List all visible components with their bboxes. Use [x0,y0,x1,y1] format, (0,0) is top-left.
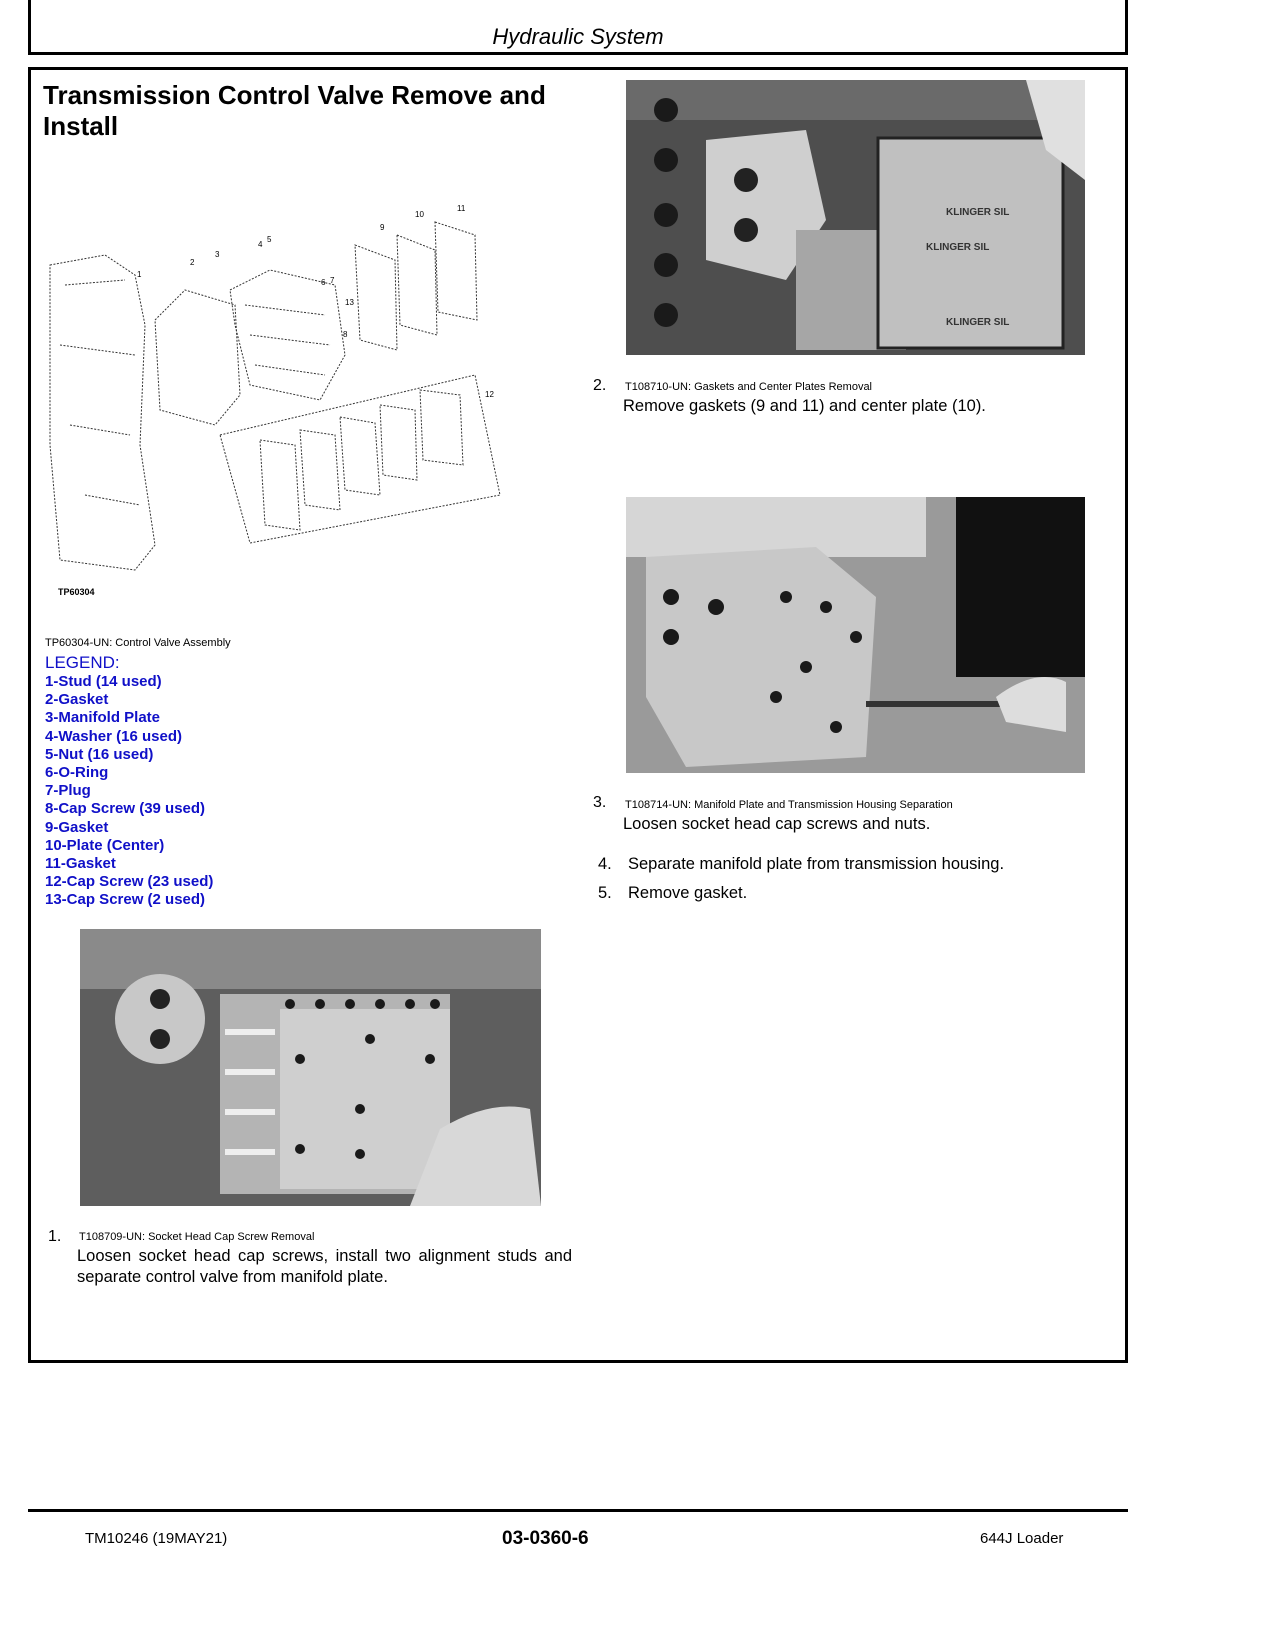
callout-2: 2 [190,258,195,267]
step-3: 3. T108714-UN: Manifold Plate and Transm… [593,794,1113,839]
photo-socket-head-cap-screw-removal [80,929,541,1206]
photo-manifold-plate-housing-separation [626,497,1085,773]
callout-13: 13 [345,298,354,307]
page-title: Transmission Control Valve Remove and In… [43,80,546,141]
section-title: Hydraulic System [492,24,664,49]
step-text: Loosen socket head cap screws, install t… [77,1247,572,1286]
legend-item: 8-Cap Screw (39 used) [45,800,206,818]
page-header: Hydraulic System [28,0,1128,55]
step-number: 2. [593,377,607,394]
legend-item: 9-Gasket [45,818,109,836]
legend: LEGEND: 1-Stud (14 used) 2-Gasket 3-Mani… [45,653,213,910]
step-text: Loosen socket head cap screws and nuts. [623,815,931,833]
footer-divider [28,1509,1128,1512]
legend-item: 10-Plate (Center) [45,836,165,854]
legend-item: 6-O-Ring [45,764,109,782]
svg-text:KLINGER SIL: KLINGER SIL [946,317,1009,328]
step-caption: T108710-UN: Gaskets and Center Plates Re… [625,381,873,393]
step-2: 2. T108710-UN: Gaskets and Center Plates… [593,377,1113,422]
legend-item: 5-Nut (16 used) [45,745,154,763]
callout-6: 6 [321,278,326,287]
content-frame [28,67,1128,1363]
step-number: 1. [48,1228,62,1245]
step-number: 5. [598,884,612,902]
legend-heading: LEGEND: [45,653,120,672]
figure-caption: TP60304-UN: Control Valve Assembly [45,637,231,649]
legend-item: 1-Stud (14 used) [45,673,162,690]
legend-item: 7-Plug [45,782,91,800]
legend-item: 2-Gasket [45,691,109,709]
footer-doc-id: TM10246 (19MAY21) [85,1530,228,1547]
svg-text:KLINGER SIL: KLINGER SIL [946,207,1009,218]
legend-item: 11-Gasket [45,855,116,873]
callout-12: 12 [485,390,494,399]
footer-model: 644J Loader [980,1530,1064,1547]
step-text: Remove gasket. [628,884,748,902]
step-1: 1. T108709-UN: Socket Head Cap Screw Rem… [48,1228,578,1288]
callout-5: 5 [267,235,272,244]
callout-9: 9 [380,223,385,232]
callout-3: 3 [215,250,220,259]
step-4: 4. Separate manifold plate from transmiss… [598,855,1004,874]
footer-page-number: 03-0360-6 [502,1528,589,1549]
callout-7: 7 [330,276,335,285]
callout-1: 1 [137,270,142,279]
legend-item: 4-Washer (16 used) [45,727,182,745]
step-number: 3. [593,794,607,811]
figure-id: TP60304 [58,587,95,597]
legend-item: 3-Manifold Plate [45,709,161,727]
step-caption: T108709-UN: Socket Head Cap Screw Remova… [79,1231,315,1243]
callout-4: 4 [258,240,263,249]
step-5: 5. Remove gasket. [598,884,747,903]
legend-item: 12-Cap Screw (23 used) [45,873,214,891]
step-text: Remove gaskets (9 and 11) and center pla… [623,397,986,415]
control-valve-exploded-diagram: 1 2 3 4 5 6 7 8 9 10 11 12 13 [49,204,501,571]
step-caption: T108714-UN: Manifold Plate and Transmiss… [625,799,953,811]
svg-text:KLINGER SIL: KLINGER SIL [926,242,989,253]
callout-10: 10 [415,210,424,219]
photo-gaskets-center-plates-removal: KLINGER SIL KLINGER SIL KLINGER SIL [626,80,1085,355]
legend-item: 13-Cap Screw (2 used) [45,891,206,909]
callout-8: 8 [343,330,348,339]
step-number: 4. [598,855,612,873]
callout-11: 11 [457,204,466,213]
step-text: Separate manifold plate from transmissio… [628,855,1005,873]
